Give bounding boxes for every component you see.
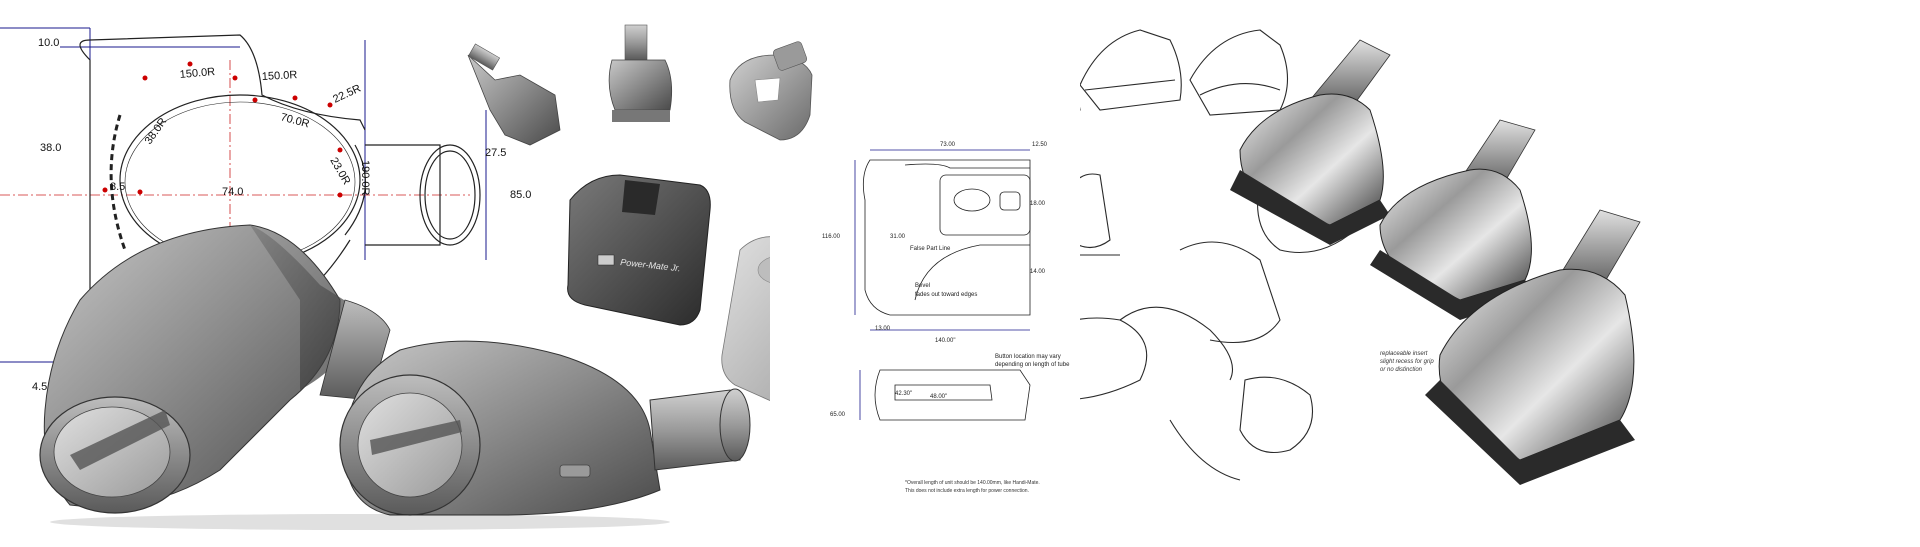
sketch-notes: replaceable insert slight recess for gri… xyxy=(1380,351,1434,373)
housing-outline xyxy=(79,34,366,346)
spec-drawing-panel: 73.00 12.50 116.00 31.00 18.00 14.00 13.… xyxy=(820,0,1090,547)
dim-10: 10.0 xyxy=(38,37,59,49)
spec-label-bevel-note: fades out toward edges xyxy=(915,292,977,298)
spec-dim-angle-a: 42.30" xyxy=(895,391,912,397)
spec-dim-right: 12.50 xyxy=(1032,142,1048,148)
spec-dim-base: 140.00" xyxy=(935,338,955,344)
cad-drawing-panel: 10.0 150.0R 150.0R 22.5R 38.0 38.0R 70.0… xyxy=(0,0,770,547)
spec-labels: 73.00 12.50 116.00 31.00 18.00 14.00 13.… xyxy=(822,142,1070,494)
spec-dim-side-a: 18.00 xyxy=(1030,201,1046,207)
spec-dim-inner: 31.00 xyxy=(890,234,906,240)
spec-dim-height: 116.00 xyxy=(822,234,841,240)
dim-27-5: 27.5 xyxy=(485,147,506,159)
render-tilted-nozzle xyxy=(39,224,391,514)
spec-label-button-note: depending on length of tube xyxy=(995,362,1070,368)
tube-outline xyxy=(365,144,481,246)
render-side-nozzle xyxy=(50,340,751,530)
dim-8-5: 8.5 xyxy=(110,181,125,193)
spec-label-button: Button location may vary xyxy=(995,354,1061,360)
dim-74: 74.0 xyxy=(222,186,243,198)
spec-outline xyxy=(854,149,1031,421)
chrome-render-3 xyxy=(1425,209,1641,485)
arc-points xyxy=(102,61,343,198)
dim-70r: 70.0R xyxy=(279,111,311,130)
spec-dim-width: 73.00 xyxy=(940,142,956,148)
sketch-panel: replaceable insert slight recess for gri… xyxy=(1080,0,1920,547)
dim-22-5r: 22.5R xyxy=(331,82,363,105)
dim-150r-a: 150.0R xyxy=(179,66,215,81)
spec-drawing: 73.00 12.50 116.00 31.00 18.00 14.00 13.… xyxy=(822,142,1070,494)
spec-footnote-1: *Overall length of unit should be 140.00… xyxy=(905,480,1040,486)
dim-38r: 38.0R xyxy=(143,116,170,147)
spec-footnote-2: This does not include extra length for p… xyxy=(905,488,1029,494)
sketch-note-3: or no distinction xyxy=(1380,367,1423,373)
photo-power-mate: Power-Mate Jr. xyxy=(567,174,711,326)
photo-gray-pad xyxy=(721,236,770,401)
dim-23r: 23.0R xyxy=(327,156,352,187)
sketch-note-1: replaceable insert xyxy=(1380,351,1428,357)
dim-150r-b: 150.0R xyxy=(262,69,298,83)
spec-dim-angle-b: 48.00" xyxy=(930,394,947,400)
dim-85: 85.0 xyxy=(510,189,531,201)
spec-label-bevel: Bevel xyxy=(915,283,930,289)
spec-dim-left: 65.00 xyxy=(830,412,846,418)
sketch-drawing: replaceable insert slight recess for gri… xyxy=(1080,29,1641,485)
photo-turbo-brush-2 xyxy=(608,24,673,122)
photo-turbo-brush-3-svg xyxy=(729,41,813,141)
cad-drawing: 10.0 150.0R 150.0R 22.5R 38.0 38.0R 70.0… xyxy=(0,24,770,530)
photo-turbo-brush-3-area xyxy=(720,0,830,547)
spec-dim-bottom: 13.00 xyxy=(875,326,891,332)
spec-dim-side-b: 14.00 xyxy=(1030,269,1046,275)
photo-turbo-brush-1 xyxy=(467,43,561,146)
chrome-render-1 xyxy=(1230,39,1391,245)
dim-190r: 190.0R xyxy=(359,160,371,196)
sketch-note-2: slight recess for grip xyxy=(1380,359,1434,365)
dim-38: 38.0 xyxy=(40,142,61,154)
spec-label-part-line: False Part Line xyxy=(910,246,951,252)
